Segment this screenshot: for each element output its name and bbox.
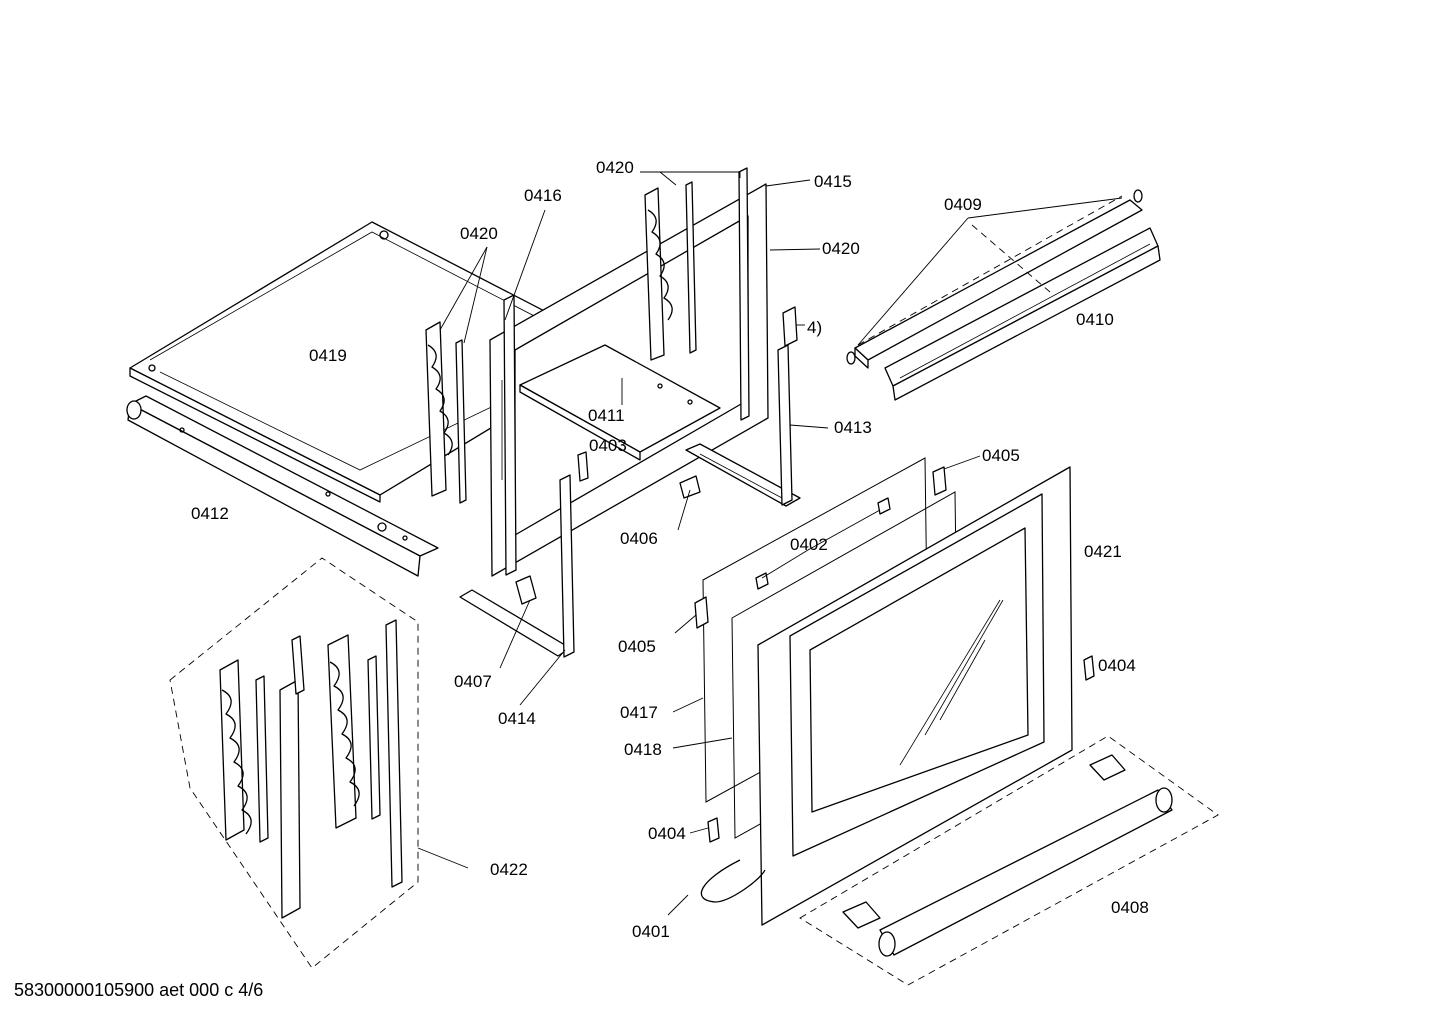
part-0420-right-shelf-supports	[644, 167, 750, 421]
label-0408: 0408	[1111, 898, 1149, 917]
part-0411-crossbar	[519, 344, 721, 461]
label-0416: 0416	[524, 186, 562, 205]
label-0406: 0406	[620, 529, 658, 548]
part-0420-left-shelf-supports	[425, 321, 467, 504]
part-0401-seal	[700, 859, 766, 903]
part-labels: 0420 0415 0416 0409 0420 0420 0410 4) 04…	[191, 158, 1149, 941]
part-0409-0410-hinge-rails	[846, 189, 1161, 401]
part-small-clip-4	[782, 306, 798, 347]
label-0402: 0402	[790, 535, 828, 554]
label-0413: 0413	[834, 418, 872, 437]
label-0420-top: 0420	[596, 158, 634, 177]
label-0419: 0419	[309, 346, 347, 365]
label-0420-right: 0420	[822, 239, 860, 258]
label-0418: 0418	[624, 740, 662, 759]
part-0414-left-bracket	[459, 451, 589, 658]
label-4: 4)	[807, 318, 822, 337]
label-0404-left: 0404	[648, 824, 686, 843]
part-0402-clips	[755, 497, 891, 590]
label-0411: 0411	[588, 406, 625, 425]
leader-lines	[417, 171, 1123, 916]
label-0422: 0422	[490, 860, 528, 879]
label-0410: 0410	[1076, 310, 1114, 329]
part-0405-clip-left	[694, 596, 709, 629]
label-0407: 0407	[454, 672, 492, 691]
label-0404-right: 0404	[1098, 656, 1136, 675]
label-0405-right: 0405	[982, 446, 1020, 465]
label-0417: 0417	[620, 703, 658, 722]
label-0421: 0421	[1084, 542, 1122, 561]
drawing-reference-footer: 58300000105900 aet 000 c 4/6	[14, 980, 264, 1000]
part-0407-clip	[515, 575, 537, 605]
label-0409: 0409	[944, 195, 982, 214]
label-0414: 0414	[498, 709, 536, 728]
label-0415: 0415	[814, 172, 852, 191]
label-0420-left: 0420	[460, 224, 498, 243]
part-0405-clip-right	[932, 466, 947, 496]
part-0419-top-panel	[129, 221, 621, 503]
part-0422-shelf-support-group	[219, 619, 403, 919]
label-0412: 0412	[191, 504, 229, 523]
part-0421-door-frame	[757, 466, 1073, 926]
part-0404-blocks	[707, 655, 1095, 843]
label-0403: 0403	[589, 436, 627, 455]
group-boundaries	[169, 195, 1219, 986]
label-0405-left: 0405	[618, 637, 656, 656]
part-0413-right-bracket	[685, 344, 801, 507]
part-0408-handle	[842, 754, 1173, 957]
label-0401: 0401	[632, 922, 670, 941]
part-0412-front-rail	[126, 395, 439, 577]
part-0406-clip	[679, 475, 701, 499]
